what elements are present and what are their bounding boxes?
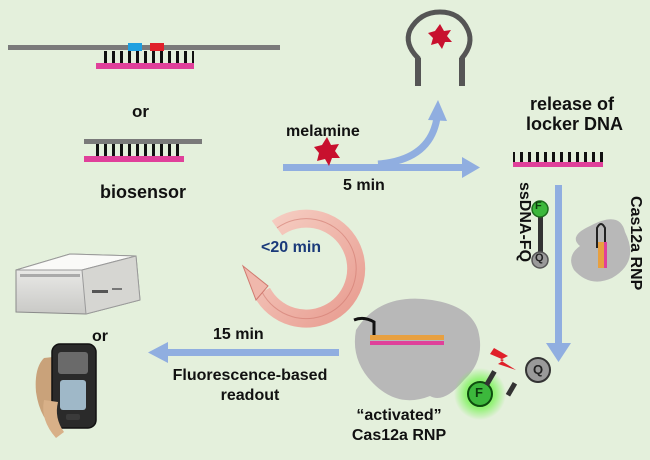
quencher-label-cleaved: Q — [533, 362, 544, 377]
fluor-label-cleaved: F — [475, 385, 483, 400]
cas12a-rnp-activated — [353, 298, 481, 401]
plate-reader-instrument — [15, 253, 141, 315]
step-arrow-5min — [283, 100, 480, 178]
step-arrow-down — [546, 185, 571, 362]
melamine-label: melamine — [286, 123, 360, 140]
locker-dna — [513, 152, 603, 167]
melamine-star-bound — [428, 24, 452, 49]
melamine-star — [314, 137, 340, 166]
activated-label-line2: Cas12a RNP — [351, 427, 447, 444]
cycle-time-label: <20 min — [261, 239, 322, 256]
readout-label-line1: Fluorescence-based — [172, 367, 328, 384]
release-label-line1: release of — [530, 94, 615, 114]
time-5min-label: 5 min — [343, 177, 385, 194]
cycle-arrow — [241, 209, 366, 328]
or-label-top: or — [132, 102, 149, 121]
release-label-line2: locker DNA — [526, 114, 624, 134]
ssdna-fq-reporter — [531, 200, 549, 269]
or-label-bottom: or — [92, 328, 108, 345]
time-15min-label: 15 min — [213, 326, 264, 343]
cleaved-reporter — [454, 348, 551, 420]
handheld-fluorometer — [35, 343, 97, 438]
quencher-label: Q — [535, 252, 544, 264]
aptamer-hairpin — [405, 9, 473, 86]
step-arrow-15min — [148, 342, 339, 363]
cas12a-rnp-label: Cas12a RNP — [627, 196, 644, 291]
biosensor-duplex-long — [8, 43, 280, 69]
fluor-label: F — [535, 200, 542, 212]
activated-label-line1: “activated” — [356, 407, 442, 424]
cas12a-rnp-inactive — [571, 219, 631, 282]
biosensor-duplex-short — [84, 139, 202, 162]
readout-label-line2: readout — [220, 387, 280, 404]
biosensor-label: biosensor — [100, 182, 187, 202]
ssdna-fq-label: ssDNA-FQ — [516, 182, 533, 263]
